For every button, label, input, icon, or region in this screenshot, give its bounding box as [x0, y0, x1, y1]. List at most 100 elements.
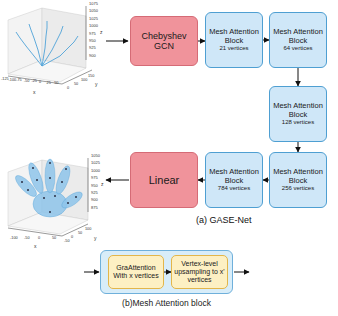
vertex-count: 128 vertices: [282, 119, 314, 126]
hand-mesh: [45, 159, 55, 193]
axis-tick: -125: [1, 78, 9, 82]
linear-box: Linear: [130, 152, 198, 208]
hand-mesh: [53, 164, 73, 196]
axis-tick: x: [34, 244, 37, 249]
plot-axis: [86, 6, 87, 60]
axis-tick: 925: [89, 46, 96, 50]
joint-dots: [54, 195, 56, 197]
hand-skeleton: [16, 21, 78, 66]
mesh-plot: [8, 158, 88, 236]
joint-dots: [75, 196, 77, 198]
axis-tick: 0: [39, 81, 41, 85]
hand-skeleton: [29, 24, 42, 66]
hand-mesh: [13, 159, 85, 217]
joint-dots: [21, 181, 23, 183]
plot-axis: [62, 224, 88, 236]
axis-tick: y: [95, 82, 98, 87]
axis-tick: 875: [91, 206, 98, 210]
axis-tick: 0: [71, 236, 73, 240]
axis-tick: -100: [9, 79, 17, 83]
axis-tick: z: [100, 30, 103, 35]
axis-tick: 925: [91, 191, 98, 195]
hand-skeleton: [42, 36, 78, 66]
axis-tick: 900: [89, 54, 96, 58]
flow-arrow: [198, 180, 205, 181]
axis-tick: 1025: [89, 17, 98, 21]
flow-arrow: [198, 41, 205, 42]
block-in-arrow: [84, 272, 99, 273]
box-title: Mesh Attention Block: [272, 168, 324, 185]
attention-block: Mesh Attention Block256 vertices: [269, 152, 327, 208]
joint-dots: [36, 179, 38, 181]
axis-tick: 1025: [91, 161, 100, 165]
joint-dots: [21, 162, 77, 213]
plot-axis: [88, 158, 89, 212]
axis-tick: 50: [54, 82, 58, 86]
axis-tick: x: [33, 90, 36, 95]
axis-tick: 150: [88, 75, 94, 79]
joint-dots: [43, 197, 45, 199]
axis-tick: 1000: [89, 24, 98, 28]
box-title: GraAttention With x vertices: [111, 264, 161, 280]
input-arrow: [106, 41, 128, 42]
attention-block: Mesh Attention Block64 vertices: [269, 12, 327, 68]
skeleton-plot: [8, 6, 92, 84]
box-title: Linear: [149, 174, 180, 186]
axis-tick: z: [101, 182, 104, 187]
joint-dots: [65, 168, 67, 170]
axis-tick: -50: [24, 237, 30, 241]
output-arrow: [106, 180, 129, 181]
axis-tick: 50: [52, 237, 56, 241]
plot-pane: [42, 8, 86, 68]
axis-tick: -50: [24, 80, 30, 84]
figure-caption: (a) GASE-Net: [196, 216, 252, 225]
box-title: Mesh Attention Block: [208, 28, 260, 45]
flow-arrow: [298, 142, 299, 152]
axis-tick: 975: [91, 176, 98, 180]
flow-arrow: [298, 68, 299, 86]
axis-tick: 50: [74, 83, 78, 87]
axis-tick: -50: [64, 240, 70, 244]
box-title: Mesh Attention Block: [272, 28, 324, 45]
axis-tick: 1000: [91, 169, 100, 173]
axis-tick: 950: [91, 184, 98, 188]
plot-axis: [8, 76, 62, 84]
attention-block: Mesh Attention Block784 vertices: [205, 152, 263, 208]
block-out-arrow: [234, 272, 249, 273]
box-title: Mesh Attention Block: [272, 102, 324, 119]
vertex-count: 784 vertices: [218, 185, 250, 192]
axis-tick: 100: [85, 228, 91, 232]
axis-tick: y: [94, 236, 97, 241]
axis-tick: 25: [47, 82, 51, 86]
plot-axis: [62, 70, 92, 84]
attention-block: Mesh Attention Block21 vertices: [205, 12, 263, 68]
axis-tick: 1075: [89, 2, 98, 6]
upsampling-step: Vertex-level upsampling to x' vertices: [171, 255, 228, 289]
flow-arrow: [164, 272, 171, 273]
axis-tick: 0: [38, 237, 40, 241]
box-title: Chebyshev GCN: [133, 31, 195, 51]
joint-dots: [49, 211, 51, 213]
attention-step: GraAttention With x vertices: [108, 255, 164, 289]
attention-block: Mesh Attention Block128 vertices: [269, 86, 327, 142]
joint-dots: [49, 162, 51, 164]
joint-dots: [61, 181, 63, 183]
axis-tick: -100: [10, 237, 18, 241]
block-panel: (b)Mesh Attention blockGraAttention With…: [100, 250, 233, 294]
hand-mesh: [26, 161, 46, 194]
axis-tick: 950: [89, 39, 96, 43]
vertex-count: 21 vertices: [219, 45, 248, 52]
axis-tick: 50: [78, 232, 82, 236]
axis-tick: 975: [89, 32, 96, 36]
hand-mesh: [59, 189, 84, 211]
plot-axis: [8, 228, 62, 236]
axis-tick: -75: [16, 79, 22, 83]
joint-dots: [67, 202, 69, 204]
axis-tick: 900: [91, 198, 98, 202]
axis-tick: 1050: [91, 154, 100, 158]
vertex-count: 256 vertices: [282, 185, 314, 192]
box-title: Mesh Attention Block: [208, 168, 260, 185]
axis-tick: 1050: [89, 9, 98, 13]
axis-tick: 0: [67, 87, 69, 91]
axis-tick: 100: [81, 79, 87, 83]
